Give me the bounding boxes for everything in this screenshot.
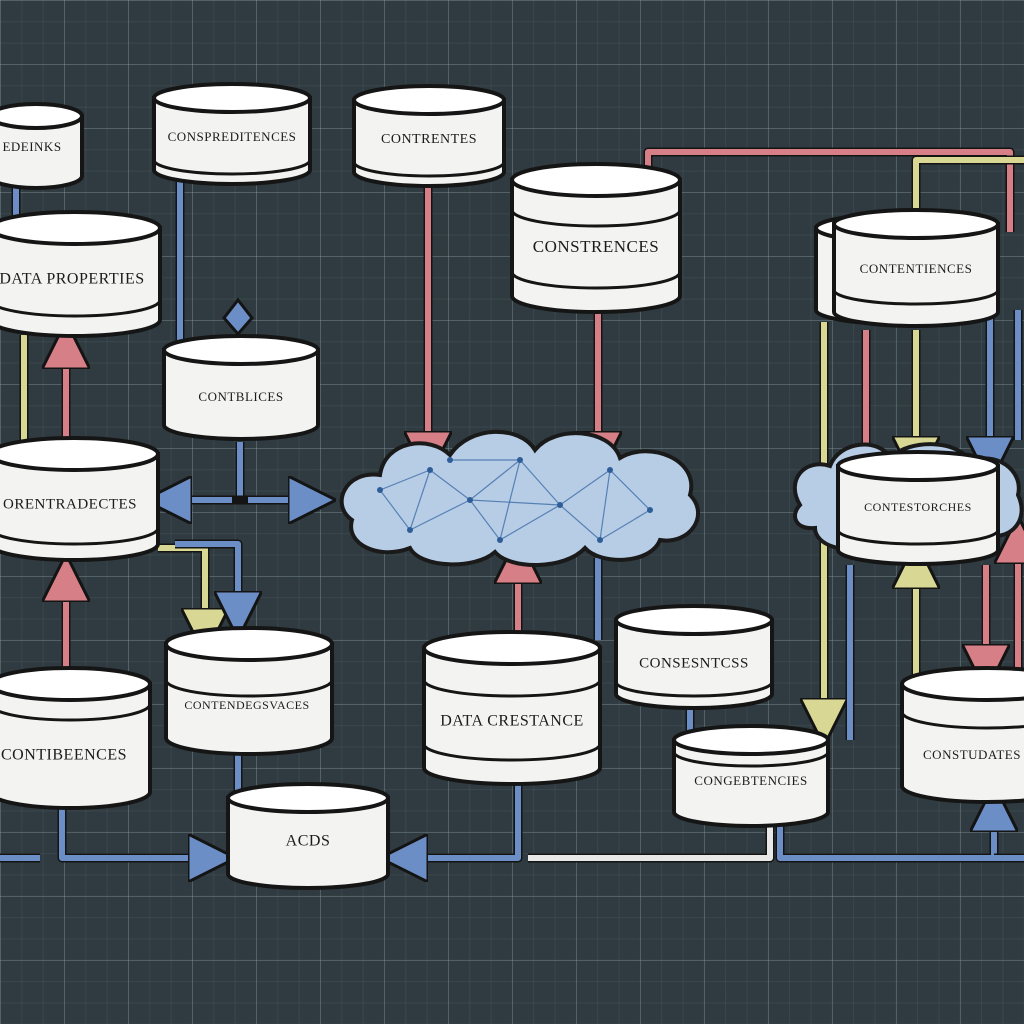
connector-yellow-route: [913, 157, 1024, 210]
cylinder-label: CONSPREDITENCES: [168, 129, 297, 144]
connector-blue-right: [59, 808, 212, 858]
cylinder-label: CONTIBEENCES: [1, 747, 127, 764]
cylinder-label: CONGEBTENCIES: [694, 773, 807, 788]
cylinder-conspreditences[interactable]: CONSPREDITENCES: [152, 82, 312, 186]
cylinder-label: CONSTUDATES: [923, 747, 1021, 762]
cylinder-label: EDEINKS: [2, 139, 61, 154]
connector-red-route: [645, 149, 1013, 232]
cylinder-edeinks[interactable]: EDEINKS: [0, 102, 84, 190]
cylinder-label: CONTENDEGSVACES: [184, 698, 309, 712]
connectors: [0, 147, 1024, 861]
cylinder-contenties[interactable]: CONTENTIENCES: [814, 208, 1000, 328]
cylinder-label: CONSESNTCSS: [639, 655, 749, 671]
cylinder-data-crestance[interactable]: DATA CRESTANCE: [422, 630, 602, 786]
cylinder-contestorches[interactable]: CONTESTORCHES: [836, 450, 1000, 566]
connector-blue-left: [404, 782, 521, 858]
cylinder-label: CONTRENTES: [381, 132, 477, 147]
cylinder-contendegsvaces[interactable]: CONTENDEGSVACES: [164, 626, 334, 756]
cylinder-label: CONTESTORCHES: [864, 500, 972, 514]
cylinder-consesntcss[interactable]: CONSESNTCSS: [614, 604, 774, 710]
cylinder-data-properties[interactable]: DATA PROPERTIES: [0, 210, 162, 338]
cylinder-contibeences[interactable]: CONTIBEENCES: [0, 666, 152, 810]
cylinder-label: CONTBLICES: [198, 389, 283, 404]
cylinder-orentradectes[interactable]: ORENTRADECTES: [0, 436, 160, 562]
cylinder-label: DATA PROPERTIES: [0, 271, 145, 288]
cylinder-congebtencies[interactable]: CONGEBTENCIES: [672, 724, 830, 828]
connector-white: [528, 820, 773, 861]
cloud-network-center: [339, 429, 701, 568]
cylinder-acds[interactable]: ACDS: [226, 782, 390, 890]
connector-blue-up: [777, 808, 994, 861]
cylinder-label: ACDS: [286, 833, 331, 850]
cylinder-label: ORENTRADECTES: [3, 496, 137, 512]
cylinder-label: CONSTRENCES: [533, 237, 659, 256]
cylinder-contblices[interactable]: CONTBLICES: [162, 334, 320, 441]
connector-yellow-down: [158, 545, 205, 632]
cylinder-label: CONTENTIENCES: [860, 261, 973, 276]
cylinder-constudates[interactable]: CONSTUDATES: [900, 666, 1024, 804]
cylinder-contrentes[interactable]: CONTRENTES: [352, 84, 506, 188]
cylinder-label: DATA CRESTANCE: [440, 713, 584, 730]
cylinder-constrences[interactable]: CONSTRENCES: [510, 162, 682, 314]
connector-blue-down: [175, 541, 238, 615]
diamond-marker: [222, 297, 254, 337]
